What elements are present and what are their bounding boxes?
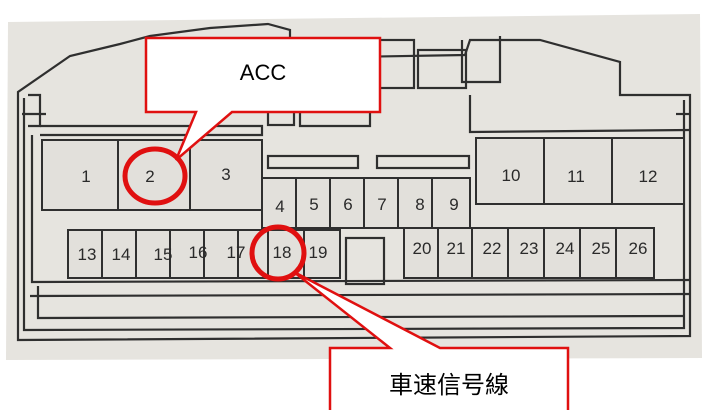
- pin-label: 1: [81, 167, 90, 186]
- pin-24-cell: [543, 227, 581, 279]
- acc-callout-text: ACC: [240, 60, 287, 85]
- pin-12-cell: [611, 137, 685, 205]
- pin-label: 5: [309, 195, 318, 214]
- pin-label: 17: [227, 243, 246, 262]
- pin-14-cell: [101, 229, 137, 279]
- pin-label: 6: [343, 195, 352, 214]
- pin-label: 16: [189, 243, 208, 262]
- pin-label: 14: [112, 245, 131, 264]
- pin-label: 11: [567, 167, 585, 186]
- pin-11-cell: [543, 137, 613, 205]
- pin-label: 13: [78, 245, 97, 264]
- pin-label: 9: [449, 195, 458, 214]
- pin-label: 21: [447, 239, 466, 258]
- pin-label: 22: [483, 239, 502, 258]
- pin-20-cell: [403, 227, 439, 279]
- pin-label: 7: [377, 195, 386, 214]
- pin-label: 24: [556, 239, 575, 258]
- pin-2-cell: [117, 139, 191, 211]
- pin-15-cell: [135, 229, 171, 279]
- pin-5-cell: [295, 177, 331, 229]
- pin-label: 12: [639, 167, 658, 186]
- pin-label: 15: [154, 245, 173, 264]
- pin-13-cell: [67, 229, 103, 279]
- pin-8-cell: [397, 177, 433, 229]
- pin-17-cell: [203, 229, 239, 279]
- pin-9-cell: [431, 177, 471, 229]
- pin-25-cell: [579, 227, 617, 279]
- pin-10-cell: [475, 137, 545, 205]
- pin-26-cell: [615, 227, 655, 279]
- pin-6-cell: [329, 177, 365, 229]
- pin-label: 3: [221, 165, 230, 184]
- pin-label: 10: [502, 166, 521, 185]
- speed-signal-callout-bubble: [293, 270, 570, 410]
- pin-label: 23: [520, 239, 539, 258]
- acc-callout-bubble: [144, 36, 382, 161]
- pin-1-cell: [41, 139, 119, 211]
- pin-label: 25: [592, 239, 611, 258]
- pin-label: 4: [275, 197, 284, 216]
- pin-19-cell: [303, 229, 341, 279]
- pin-label: 18: [273, 243, 292, 262]
- pin-label: 8: [415, 195, 424, 214]
- pin-label: 19: [309, 243, 328, 262]
- pin-21-cell: [437, 227, 473, 279]
- pin-label: 20: [413, 239, 432, 258]
- pin-label: 2: [145, 167, 154, 186]
- pin-2-highlight-circle: [122, 146, 188, 206]
- pin-18-highlight-circle: [249, 224, 307, 282]
- pin-3-cell: [189, 139, 263, 211]
- speed-signal-callout-text: 車速信号線: [389, 372, 509, 399]
- pin-7-cell: [363, 177, 399, 229]
- pin-label: 26: [629, 239, 648, 258]
